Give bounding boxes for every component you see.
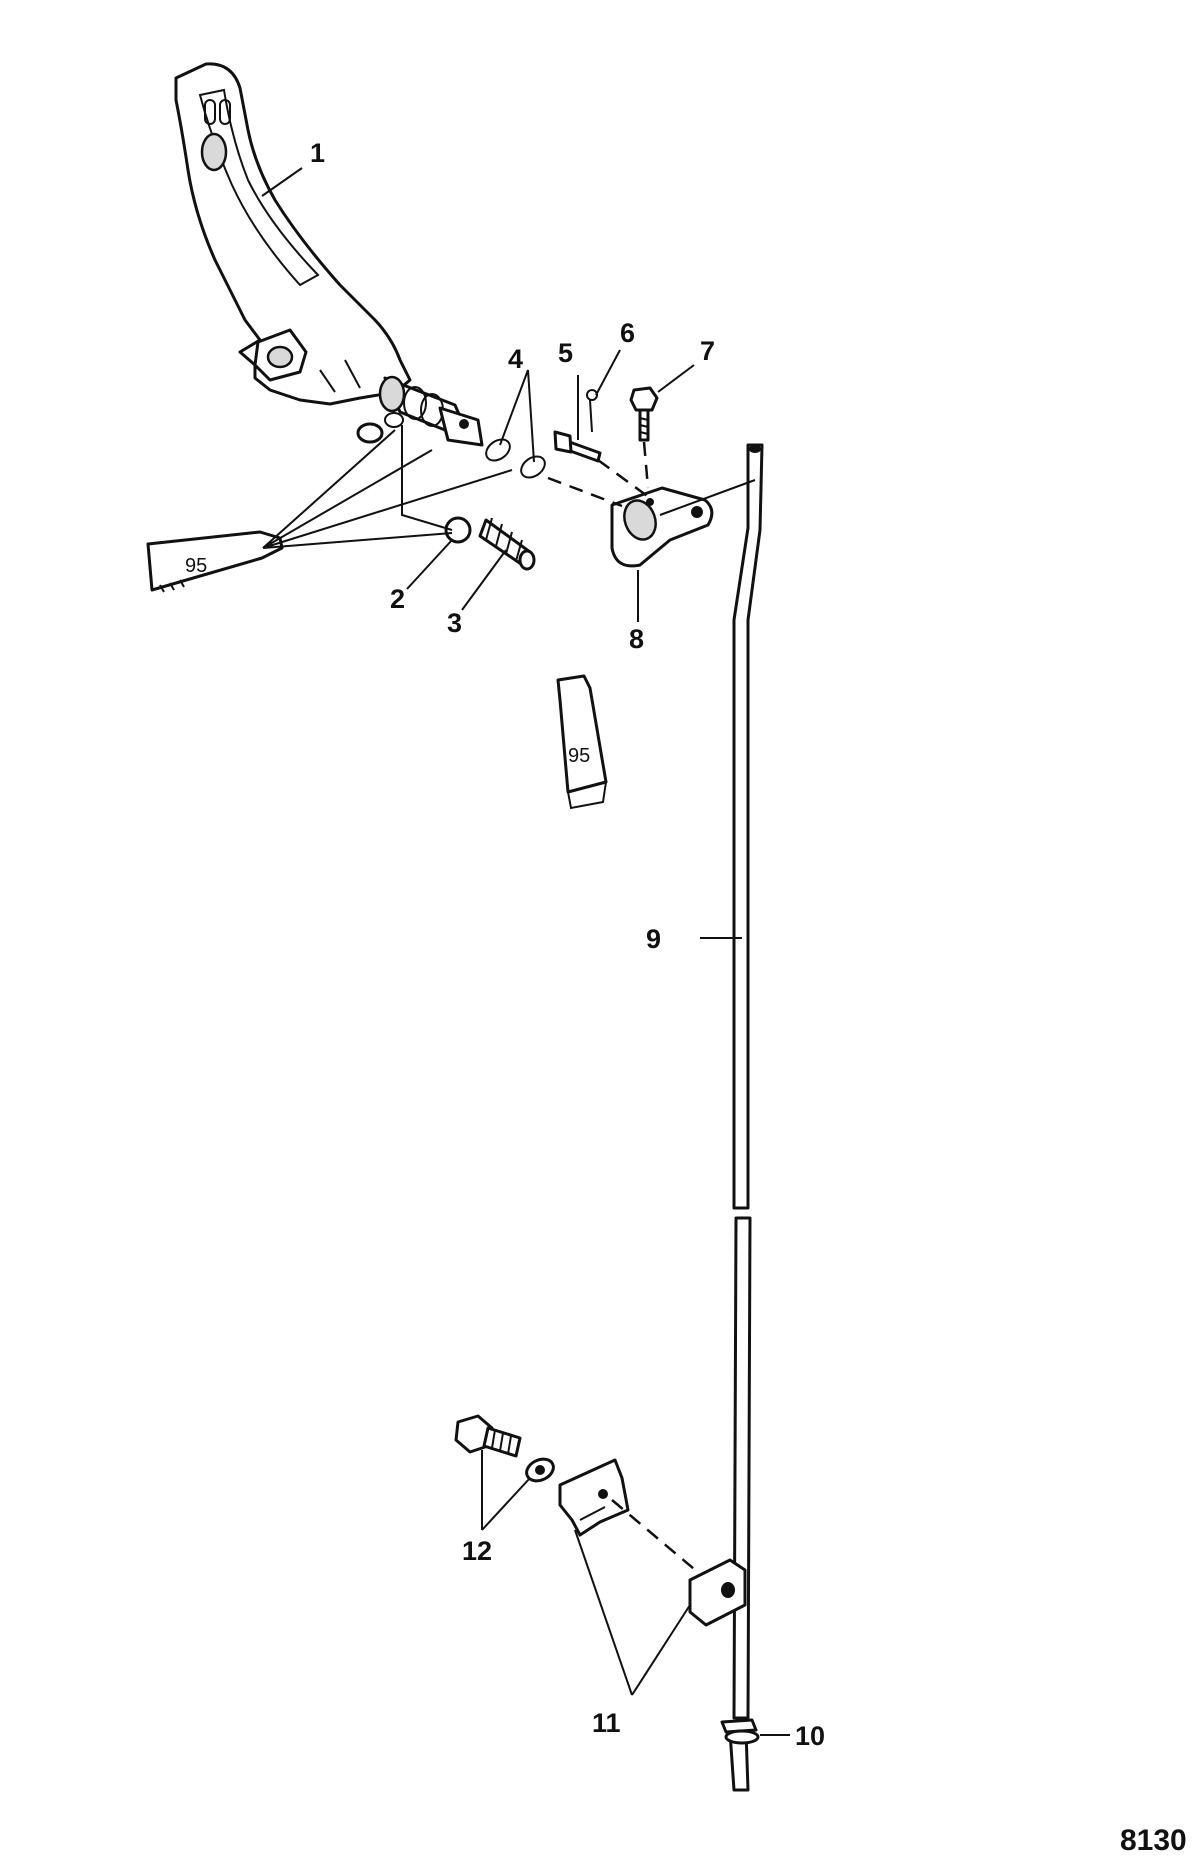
- callout-1: 1: [310, 138, 325, 168]
- detent-ball: [444, 516, 472, 544]
- callout-7: 7: [700, 336, 715, 366]
- callout-5: 5: [558, 338, 573, 368]
- callout-11: 11: [592, 1708, 621, 1738]
- o-rings: [485, 438, 546, 479]
- screw: [629, 386, 659, 442]
- assembly-line-screw: [642, 441, 650, 489]
- callout-3: 3: [447, 608, 462, 638]
- shift-lever-bracket: [174, 62, 412, 444]
- callout-10: 10: [795, 1721, 825, 1751]
- assembly-line-bolt: [597, 458, 651, 500]
- callout-8: 8: [629, 624, 644, 654]
- cotter-pin: [586, 389, 598, 433]
- callouts: 1 2 3 4 5 6 7 8 9 10 11 12 8130: [310, 138, 1187, 1857]
- lubricant-tube-lower: 95: [556, 674, 608, 810]
- figure-number: 8130: [1120, 1824, 1187, 1857]
- assembly-line-clip: [611, 1499, 701, 1575]
- lubricant-tube-upper: 95: [146, 530, 284, 593]
- shift-shaft: [378, 375, 484, 447]
- callout-12: 12: [462, 1536, 492, 1566]
- callout-9: 9: [646, 924, 661, 954]
- rod-bushing: [724, 1729, 760, 1745]
- tube-label-lower: 95: [568, 745, 590, 767]
- tube-label-upper: 95: [185, 555, 207, 577]
- leader-lines: [261, 167, 790, 1736]
- rod-connector: [558, 1458, 747, 1627]
- assembly-line-lever: [547, 476, 623, 508]
- detent-spring: [478, 517, 536, 571]
- callout-6: 6: [620, 318, 635, 348]
- bolt-and-washer: [454, 1414, 555, 1483]
- shift-lever: [610, 486, 714, 568]
- callout-2: 2: [390, 584, 405, 614]
- callout-4: 4: [508, 344, 523, 374]
